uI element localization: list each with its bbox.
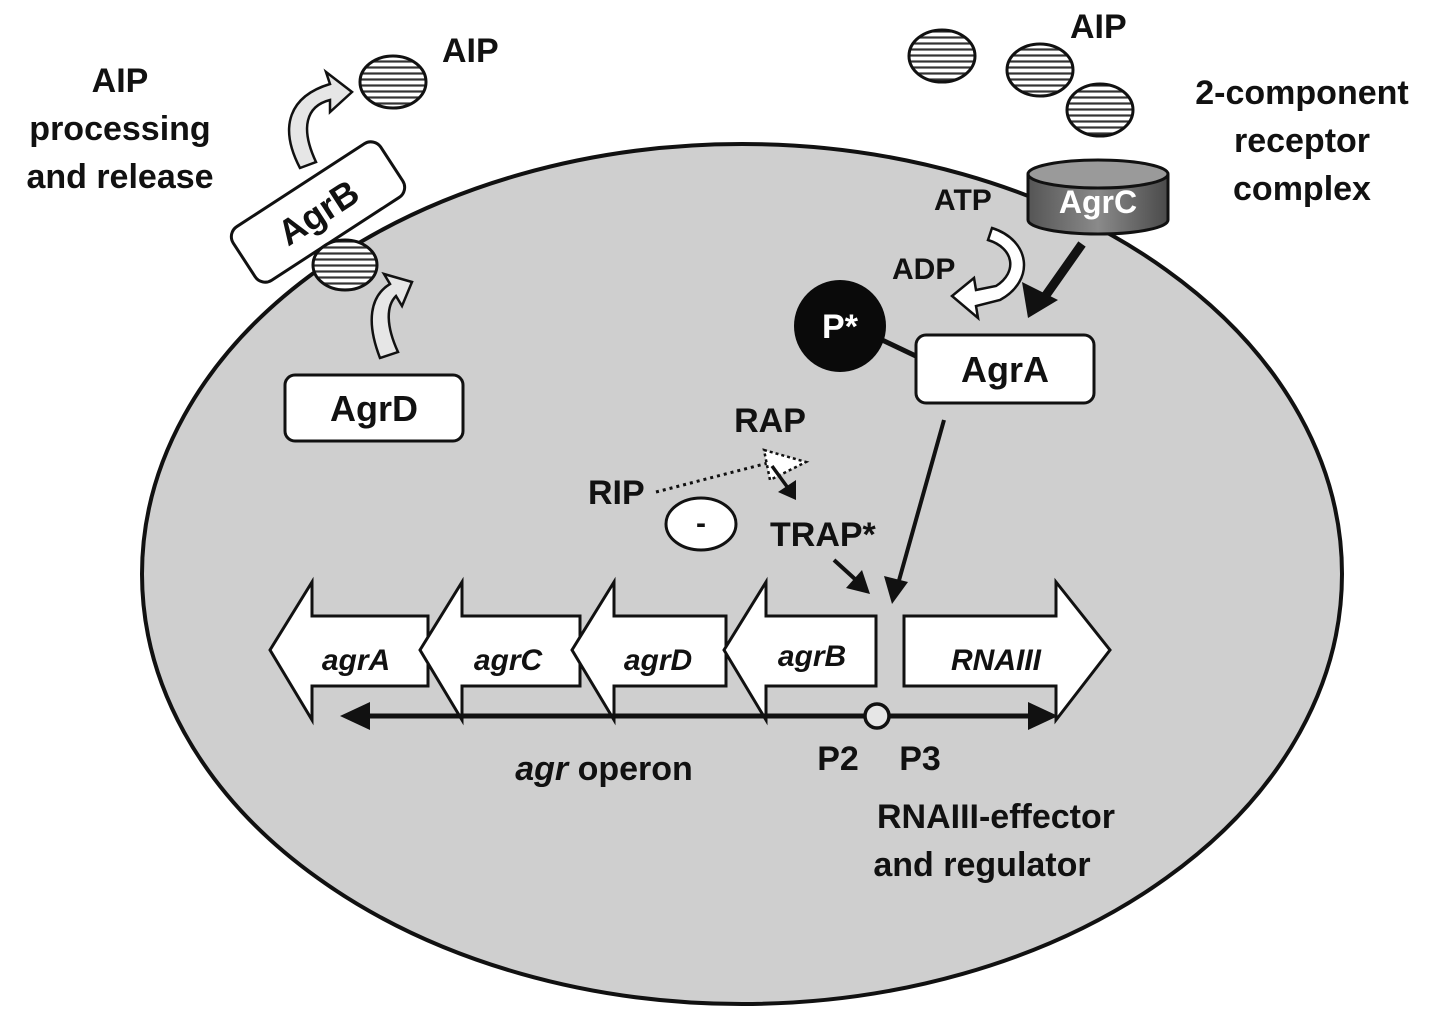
trap-to-promoter-arrowhead	[846, 570, 870, 594]
trap-label: TRAP*	[770, 516, 877, 554]
agrD-label: AgrD	[330, 388, 418, 429]
phospho-icon	[794, 280, 886, 372]
agrC-label: AgrC	[1059, 184, 1137, 220]
aip-icon-3	[1065, 82, 1135, 138]
receptor-line1: 2-component	[1195, 74, 1408, 112]
aip-left-label: AIP	[442, 32, 499, 70]
trap-to-promoter-arrow	[832, 558, 858, 582]
agrA-to-promoter-arrow	[896, 419, 946, 585]
phospho-label: P*	[822, 308, 859, 346]
operon-rest: operon	[568, 750, 693, 788]
agrC-to-agrA-arrow	[1040, 241, 1086, 301]
atp-adp-arrow	[950, 226, 1026, 322]
gene-agrD-label: agrD	[624, 644, 692, 677]
adp-label: ADP	[892, 253, 955, 286]
agrA-to-promoter-arrowhead	[884, 576, 908, 604]
aip-processing-line2: processing	[29, 110, 210, 148]
receptor-line2: receptor	[1234, 122, 1370, 160]
gene-agrC-label: agrC	[474, 644, 544, 677]
gene-agrA-label: agrA	[322, 644, 390, 677]
phospho-link	[876, 335, 922, 361]
agrA-box	[914, 333, 1096, 405]
transcript-right-arrowhead	[1028, 702, 1058, 730]
agrD-processing-arrow	[370, 271, 414, 360]
aip-release-arrow	[287, 68, 354, 170]
aip-right-label: AIP	[1070, 8, 1127, 46]
agrD-box	[283, 373, 465, 443]
inhibitor-sign: -	[696, 507, 706, 540]
operon-italic: agr	[515, 750, 570, 788]
effector-line2: and regulator	[873, 846, 1090, 884]
receptor-line3: complex	[1233, 170, 1371, 208]
p2-label: P2	[817, 740, 859, 778]
promoter-circle	[863, 702, 891, 730]
agrC-receptor: AgrC	[1026, 158, 1170, 236]
aip-processing-line3: and release	[26, 158, 213, 196]
rip-label: RIP	[588, 474, 645, 512]
operon-label: agr operon	[515, 750, 693, 788]
aip-icon-2	[1005, 42, 1075, 98]
inhibitor-icon	[664, 496, 738, 552]
effector-line1: RNAIII-effector	[877, 798, 1115, 836]
aip-precursor-icon	[311, 238, 379, 292]
agrA-label: AgrA	[961, 349, 1049, 390]
aip-processing-line1: AIP	[92, 62, 149, 100]
gene-agrB-label: agrB	[778, 640, 846, 673]
atp-label: ATP	[934, 184, 992, 217]
rap-to-trap-arrowhead	[778, 480, 796, 500]
aip-icon-1	[907, 28, 977, 84]
rap-to-trap-arrow	[770, 464, 790, 490]
aip-peptide-icon	[358, 54, 428, 110]
gene-rnaiii-arrow	[902, 577, 1112, 725]
p3-label: P3	[899, 740, 941, 778]
rap-label: RAP	[734, 402, 806, 440]
rip-dotted-arrowhead	[762, 448, 810, 482]
agrC-to-agrA-arrowhead	[1022, 282, 1058, 318]
gene-rnaiii-label: RNAIII	[951, 644, 1042, 677]
transcript-left-arrowhead	[340, 702, 370, 730]
rip-dotted-arrow	[655, 460, 773, 494]
